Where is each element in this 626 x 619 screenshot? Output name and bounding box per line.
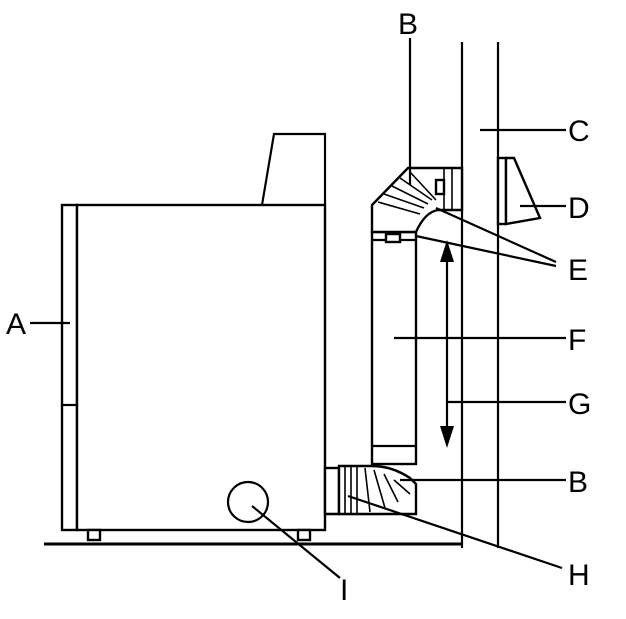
leader-lines: [30, 38, 566, 579]
label-d: D: [568, 192, 590, 225]
dryer: [60, 132, 382, 542]
measurement-arrow: [440, 240, 454, 448]
label-e: E: [568, 254, 588, 287]
label-c: C: [568, 115, 590, 148]
wall: [460, 42, 500, 548]
lower-elbow: [337, 438, 418, 516]
label-h: H: [568, 559, 590, 592]
label-b-top: B: [398, 8, 418, 41]
label-f: F: [568, 324, 586, 357]
exhaust-hood: [496, 156, 542, 226]
vertical-duct: [370, 230, 418, 466]
label-i: I: [340, 574, 348, 607]
label-b-bottom: B: [568, 466, 588, 499]
label-a: A: [6, 308, 26, 341]
exhaust-outlet-circle: [226, 480, 270, 524]
upper-elbow: [370, 166, 464, 234]
label-g: G: [568, 388, 591, 421]
